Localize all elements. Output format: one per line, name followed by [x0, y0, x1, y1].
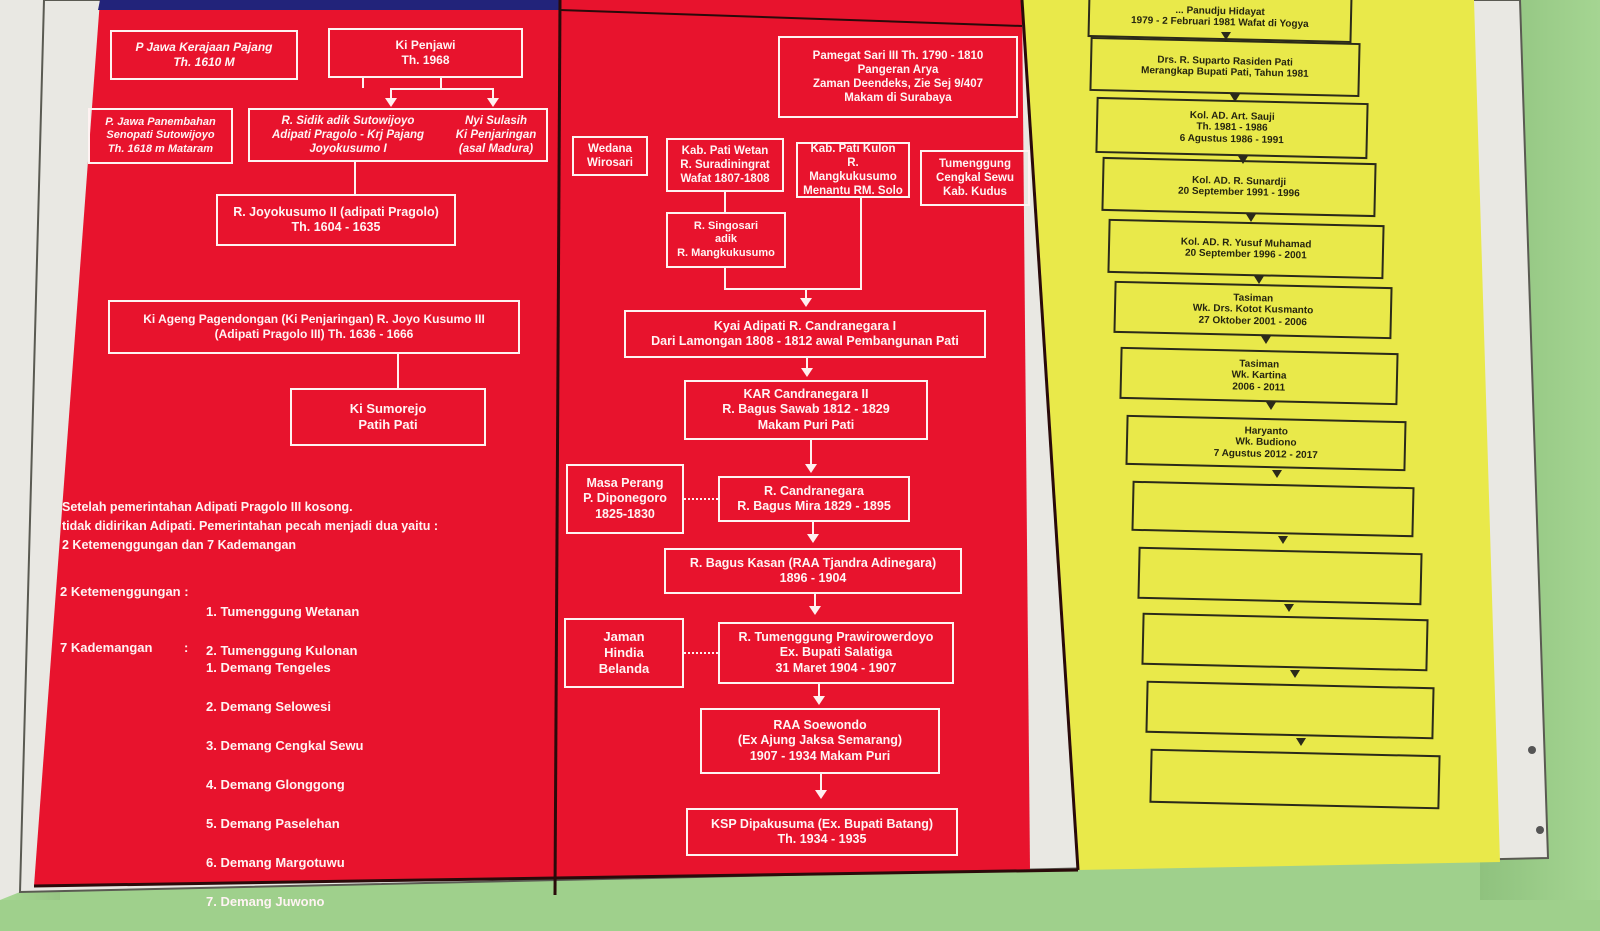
- arrow: [1278, 536, 1288, 544]
- nyi-sulasih-text: Nyi Sulasih Ki Penjaringan (asal Madura): [455, 114, 537, 155]
- ket-item: 2. Tumenggung Kulonan: [206, 642, 358, 658]
- ybox-empty: [1149, 748, 1441, 810]
- box-candranegara: R. Candranegara R. Bagus Mira 1829 - 189…: [718, 476, 910, 522]
- arrow: [1266, 402, 1276, 410]
- ybox-panudju-hidayat: ... Panudju Hidayat 1979 - 2 Februari 19…: [1087, 0, 1353, 43]
- connector: [860, 198, 862, 290]
- kad-item: 4. Demang Glonggong: [206, 776, 345, 792]
- ybox-empty: [1137, 546, 1423, 606]
- connector: [354, 162, 356, 194]
- box-pati-kulon: Kab. Pati Kulon R. Mangkukusumo Menantu …: [796, 142, 910, 198]
- arrow: [801, 368, 813, 377]
- kad-item: 5. Demang Paselehan: [206, 815, 340, 831]
- ybox-empty: [1131, 480, 1415, 538]
- connector: [805, 288, 807, 298]
- box-pamegat-sari: Pamegat Sari III Th. 1790 - 1810 Pangera…: [778, 36, 1018, 118]
- ybox-yusuf-muhamad: Kol. AD. R. Yusuf Muhamad 20 September 1…: [1107, 218, 1385, 280]
- arrow: [385, 98, 397, 107]
- arrow: [815, 790, 827, 799]
- box-candranegara-1: Kyai Adipati R. Candranegara I Dari Lamo…: [624, 310, 986, 358]
- kad-item: 7. Demang Juwono: [206, 893, 325, 909]
- arrow: [487, 98, 499, 107]
- connector: [1225, 40, 1227, 42]
- box-masa-perang: Masa Perang P. Diponegoro 1825-1830: [566, 464, 684, 534]
- connector: [818, 684, 820, 696]
- box-ki-sumorejo: Ki Sumorejo Patih Pati: [290, 388, 486, 446]
- ybox-suparto: Drs. R. Suparto Rasiden Pati Merangkap B…: [1089, 36, 1361, 98]
- top-blue-band: [98, 0, 560, 10]
- arrow: [1296, 738, 1306, 746]
- arrow: [1221, 32, 1231, 40]
- box-panembahan-senopati: P. Jawa Panembahan Senopati Sutowijoyo T…: [88, 108, 233, 164]
- connector: [820, 774, 822, 790]
- connector: [397, 354, 399, 388]
- red-panel: [34, 0, 1030, 886]
- connector: [362, 78, 364, 88]
- connector: [724, 288, 862, 290]
- arrow: [1230, 94, 1240, 102]
- connector: [806, 358, 808, 368]
- kad-item: 1. Demang Tengeles: [206, 659, 331, 675]
- ybox-empty: [1141, 612, 1429, 672]
- arrow: [1290, 670, 1300, 678]
- arrow: [1254, 276, 1264, 284]
- yellow-panel: [1022, 0, 1500, 870]
- box-raa-soewondo: RAA Soewondo (Ex Ajung Jaksa Semarang) 1…: [700, 708, 940, 774]
- box-ksp-dipakusuma: KSP Dipakusuma (Ex. Bupati Batang) Th. 1…: [686, 808, 958, 856]
- box-pati-wetan: Kab. Pati Wetan R. Suradiningrat Wafat 1…: [666, 138, 784, 192]
- connector: [390, 88, 392, 98]
- box-ki-ageng-pagendongan: Ki Ageng Pagendongan (Ki Penjaringan) R.…: [108, 300, 520, 354]
- box-bagus-kasan: R. Bagus Kasan (RAA Tjandra Adinegara) 1…: [664, 548, 962, 594]
- connector: [812, 522, 814, 534]
- dotted-link: [684, 498, 718, 500]
- connector: [492, 88, 494, 98]
- kademangan-label: 7 Kademangan: [60, 640, 153, 655]
- raden-sidik-text: R. Sidik adik Sutowijoyo Adipati Pragolo…: [271, 114, 425, 155]
- box-wedana-wirosari: Wedana Wirosari: [572, 136, 648, 176]
- ybox-sauji: Kol. AD. Art. Sauji Th. 1981 - 1986 6 Ag…: [1095, 96, 1369, 160]
- arrow: [809, 606, 821, 615]
- connector: [440, 78, 442, 88]
- arrow: [1246, 214, 1256, 222]
- box-ki-penjawi: Ki Penjawi Th. 1968: [328, 28, 523, 78]
- arrow: [1261, 336, 1271, 344]
- connector: [390, 88, 494, 90]
- arrow: [807, 534, 819, 543]
- arrow: [805, 464, 817, 473]
- box-prawirowerdoyo: R. Tumenggung Prawirowerdoyo Ex. Bupati …: [718, 622, 954, 684]
- connector: [724, 268, 726, 290]
- poster: P Jawa Kerajaan Pajang Th. 1610 M Ki Pen…: [60, 0, 1441, 909]
- arrow: [1272, 470, 1282, 478]
- arrow: [1284, 604, 1294, 612]
- ybox-sunardji: Kol. AD. R. Sunardji 20 September 1991 -…: [1101, 156, 1377, 218]
- box-singosari: R. Singosari adik R. Mangkukusumo: [666, 212, 786, 268]
- kademangan-list: 1. Demang Tengeles 2. Demang Selowesi 3.…: [206, 638, 364, 931]
- box-kerajaan-pajang: P Jawa Kerajaan Pajang Th. 1610 M: [110, 30, 298, 80]
- kad-item: 2. Demang Selowesi: [206, 698, 331, 714]
- ybox-tasiman-kartina: Tasiman Wk. Kartina 2006 - 2011: [1119, 346, 1399, 406]
- box-joyokusumo-2: R. Joyokusumo II (adipati Pragolo) Th. 1…: [216, 194, 456, 246]
- ket-item: 1. Tumenggung Wetanan: [206, 603, 360, 619]
- arrow: [1238, 156, 1248, 164]
- connector: [814, 594, 816, 606]
- note-pemerintahan: Setelah pemerintahan Adipati Pragolo III…: [62, 500, 439, 552]
- kad-item: 6. Demang Margotuwu: [206, 854, 345, 870]
- box-hindia-belanda: Jaman Hindia Belanda: [564, 618, 684, 688]
- arrow: [813, 696, 825, 705]
- arrow: [800, 298, 812, 307]
- connector: [724, 192, 726, 212]
- board-frame: [0, 0, 1550, 900]
- ketemenggungan-label: 2 Ketemenggungan :: [60, 584, 189, 599]
- box-cengkal-sewu: Tumenggung Cengkal Sewu Kab. Kudus: [920, 150, 1030, 206]
- box-raden-sidik: R. Sidik adik Sutowijoyo Adipati Pragolo…: [248, 108, 548, 162]
- kad-item: 3. Demang Cengkal Sewu: [206, 737, 364, 753]
- ketemenggungan-list: 1. Tumenggung Wetanan 2. Tumenggung Kulo…: [206, 582, 359, 680]
- dotted-link: [684, 652, 718, 654]
- box-kar-candranegara-2: KAR Candranegara II R. Bagus Sawab 1812 …: [684, 380, 928, 440]
- ybox-haryanto: Haryanto Wk. Budiono 7 Agustus 2012 - 20…: [1125, 414, 1407, 472]
- kademangan-colon: :: [184, 640, 189, 655]
- ybox-empty: [1145, 680, 1435, 740]
- connector: [810, 440, 812, 464]
- ybox-tasiman-kusmanto: Tasiman Wk. Drs. Kotot Kusmanto 27 Oktob…: [1113, 280, 1393, 340]
